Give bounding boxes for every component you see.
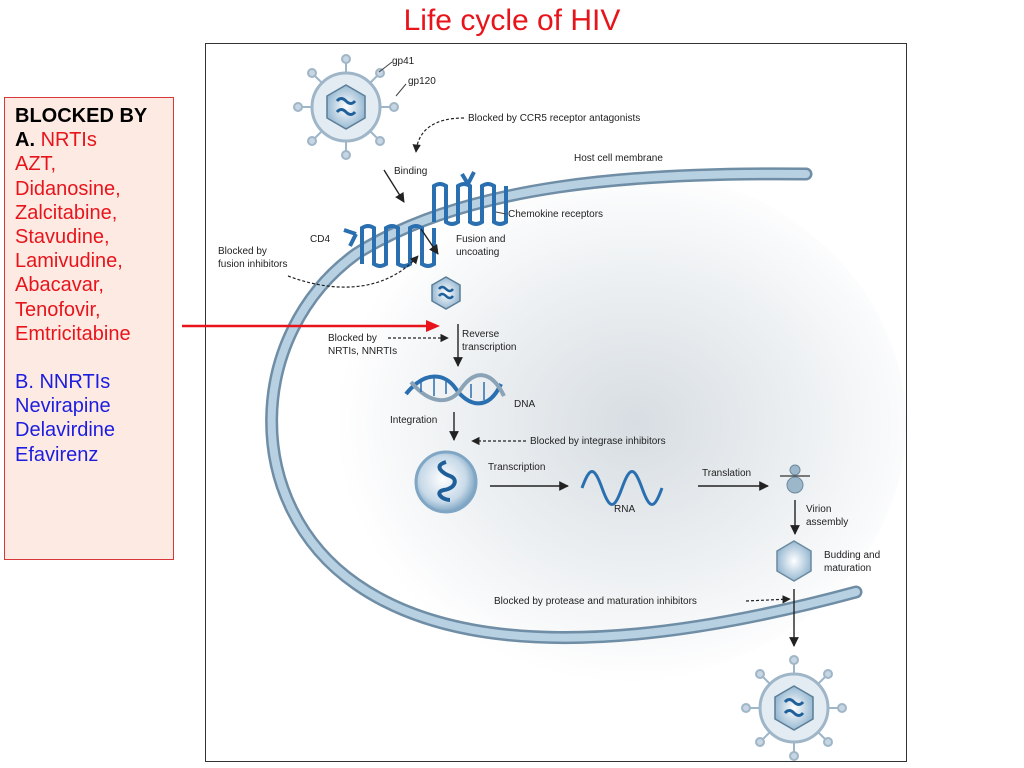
hiv-lifecycle-diagram: gp41 gp120 Blocked by CCR5 receptor anta… bbox=[205, 43, 907, 762]
budding-label-2: maturation bbox=[824, 563, 871, 574]
ribosome-icon bbox=[780, 464, 810, 494]
transcription-label: Transcription bbox=[488, 462, 545, 473]
ccr5-block-label: Blocked by CCR5 receptor antagonists bbox=[468, 113, 640, 124]
drug-item: Efavirenz bbox=[15, 443, 99, 466]
drug-item: AZT, bbox=[15, 153, 57, 176]
rt-block-label-1: Blocked by bbox=[328, 333, 377, 344]
drug-item: Emtricitabine bbox=[15, 322, 131, 345]
drug-item: Stavudine, bbox=[15, 226, 110, 249]
fusion-block-label-2: fusion inhibitors bbox=[218, 259, 287, 270]
drug-item: Didanosine, bbox=[15, 177, 121, 200]
host-membrane-label: Host cell membrane bbox=[574, 153, 663, 164]
rna-strand-icon bbox=[580, 470, 664, 506]
integration-label: Integration bbox=[390, 415, 437, 426]
nnrti-class-label: NNRTIs bbox=[39, 371, 111, 394]
binding-label: Binding bbox=[394, 166, 427, 177]
drug-item: Tenofovir, bbox=[15, 298, 101, 321]
drug-list-box: BLOCKED BY A. NRTIs AZT, Didanosine, Zal… bbox=[4, 97, 174, 560]
integrase-block-label: Blocked by integrase inhibitors bbox=[530, 436, 666, 447]
fusion-block-label-1: Blocked by bbox=[218, 246, 267, 257]
drug-item: Lamivudine, bbox=[15, 250, 123, 273]
dna-label: DNA bbox=[514, 399, 535, 410]
section-a-label: A. bbox=[15, 129, 35, 152]
nrti-class-label: NRTIs bbox=[40, 129, 97, 152]
slide-title: Life cycle of HIV bbox=[403, 4, 621, 37]
capsid-icon bbox=[431, 276, 461, 310]
dna-helix-icon bbox=[404, 373, 506, 406]
drug-item: Nevirapine bbox=[15, 395, 111, 418]
drug-item: Delavirdine bbox=[15, 419, 116, 442]
drug-item: Abacavar, bbox=[15, 274, 104, 297]
rt-block-label-2: NRTIs, NNRTIs bbox=[328, 346, 397, 357]
virion-assembly-label-2: assembly bbox=[806, 517, 848, 528]
cd4-label: CD4 bbox=[310, 234, 330, 245]
section-b-label: B. bbox=[15, 371, 34, 394]
drug-item: Zalcitabine, bbox=[15, 201, 118, 224]
chemokine-receptors-label: Chemokine receptors bbox=[508, 209, 603, 220]
rna-label: RNA bbox=[614, 504, 635, 515]
protease-block-label: Blocked by protease and maturation inhib… bbox=[494, 596, 697, 607]
budding-label-1: Budding and bbox=[824, 550, 880, 561]
nucleus-icon bbox=[414, 450, 478, 514]
fusion-label-1: Fusion and bbox=[456, 234, 505, 245]
diagram-canvas: gp41 gp120 Blocked by CCR5 receptor anta… bbox=[218, 53, 906, 761]
rt-label-1: Reverse bbox=[462, 329, 500, 340]
translation-label: Translation bbox=[702, 468, 751, 479]
gp120-label: gp120 bbox=[408, 76, 436, 87]
virion-assembly-label-1: Virion bbox=[806, 504, 831, 515]
gp41-label: gp41 bbox=[392, 56, 415, 67]
rt-label-2: transcription bbox=[462, 342, 516, 353]
fusion-label-2: uncoating bbox=[456, 247, 499, 258]
budding-capsid-icon bbox=[776, 540, 812, 582]
blocked-by-heading: BLOCKED BY bbox=[15, 105, 148, 127]
